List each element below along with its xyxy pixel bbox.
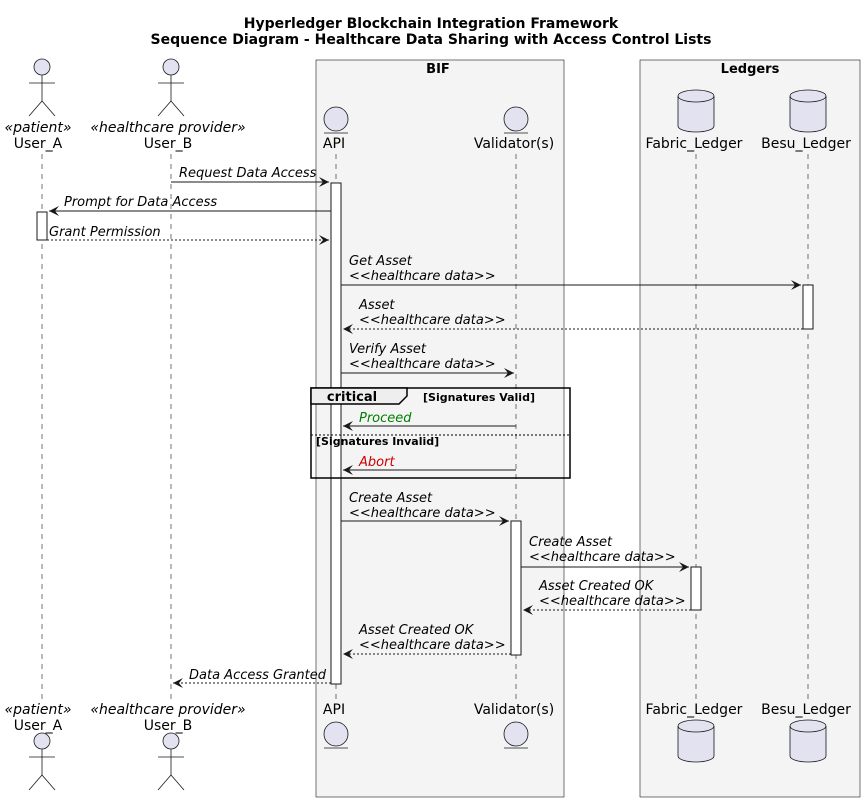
message-label: Abort bbox=[358, 455, 395, 470]
activation-fabric bbox=[690, 566, 702, 611]
message-create-asset-to-fabric: Create Asset <<healthcare data>> bbox=[521, 535, 689, 572]
message-label: Prompt for Data Access bbox=[64, 195, 217, 210]
guard-signatures-invalid: [Signatures Invalid] bbox=[316, 435, 439, 448]
activation-besu bbox=[802, 284, 814, 330]
entity-icon bbox=[323, 721, 349, 749]
api-name: API bbox=[323, 136, 345, 152]
database-icon bbox=[677, 89, 715, 133]
message-label-line-2: <<healthcare data>> bbox=[359, 638, 506, 653]
entity-icon bbox=[503, 106, 529, 134]
message-prompt-for-data-access: Prompt for Data Access bbox=[49, 195, 331, 216]
validators-name: Validator(s) bbox=[474, 702, 554, 718]
message-get-asset: Get Asset <<healthcare data>> bbox=[341, 254, 801, 290]
activation-api bbox=[330, 182, 342, 685]
user-a-name: User_A bbox=[14, 718, 63, 734]
fabric-name: Fabric_Ledger bbox=[646, 136, 743, 152]
critical-frame bbox=[310, 387, 571, 479]
message-label-line-1: Verify Asset bbox=[349, 342, 427, 357]
critical-fragment: critical [Signatures Valid] [Signatures … bbox=[310, 387, 571, 479]
message-label-line-2: <<healthcare data>> bbox=[349, 357, 496, 372]
participant-besu-bottom: Besu_Ledger bbox=[761, 702, 851, 763]
message-label: Request Data Access bbox=[179, 166, 317, 181]
participant-user-b-top: «healthcare provider» User_B bbox=[90, 58, 246, 152]
participant-fabric-top: Fabric_Ledger bbox=[646, 89, 743, 152]
critical-label: critical bbox=[327, 390, 377, 405]
user-b-name: User_B bbox=[144, 718, 193, 734]
participant-api-bottom: API bbox=[323, 702, 349, 749]
message-data-access-granted: Data Access Granted bbox=[173, 668, 331, 688]
message-abort: Abort bbox=[343, 455, 516, 475]
message-label-line-2: <<healthcare data>> bbox=[359, 313, 506, 328]
diagram-title-line-2: Sequence Diagram - Healthcare Data Shari… bbox=[151, 32, 712, 48]
entity-icon bbox=[503, 721, 529, 749]
ledgers-box-title: Ledgers bbox=[721, 62, 780, 77]
user-a-name: User_A bbox=[14, 136, 63, 152]
message-label-line-1: Create Asset bbox=[349, 491, 433, 506]
message-asset-return: Asset <<healthcare data>> bbox=[343, 298, 803, 334]
message-asset-created-ok-from-validators: Asset Created OK <<healthcare data>> bbox=[343, 623, 511, 659]
participant-user-a-top: «patient» User_A bbox=[4, 58, 72, 152]
participant-user-a-bottom: «patient» User_A bbox=[4, 702, 72, 791]
actor-icon bbox=[28, 58, 56, 117]
actor-icon bbox=[157, 732, 185, 791]
activation-user-a bbox=[36, 211, 48, 241]
message-label: Data Access Granted bbox=[189, 668, 327, 683]
user-a-stereotype: «patient» bbox=[4, 120, 71, 136]
database-icon bbox=[789, 89, 827, 133]
message-label: Proceed bbox=[359, 411, 412, 426]
besu-name: Besu_Ledger bbox=[761, 136, 851, 152]
participant-besu-top: Besu_Ledger bbox=[761, 89, 851, 152]
critical-tab bbox=[310, 387, 408, 405]
user-b-stereotype: «healthcare provider» bbox=[90, 120, 245, 136]
message-grant-permission: Grant Permission bbox=[47, 225, 329, 245]
fabric-name: Fabric_Ledger bbox=[646, 702, 743, 718]
diagram-title-line-1: Hyperledger Blockchain Integration Frame… bbox=[244, 16, 619, 32]
message-verify-asset: Verify Asset <<healthcare data>> bbox=[341, 342, 514, 378]
ledgers-box bbox=[639, 59, 861, 798]
message-label-line-2: <<healthcare data>> bbox=[539, 594, 686, 609]
user-b-stereotype: «healthcare provider» bbox=[90, 702, 245, 718]
validators-name: Validator(s) bbox=[474, 136, 554, 152]
activation-validators bbox=[510, 520, 522, 656]
message-request-data-access: Request Data Access bbox=[171, 166, 329, 187]
message-asset-created-ok-from-fabric: Asset Created OK <<healthcare data>> bbox=[523, 579, 691, 615]
message-label-line-1: Asset Created OK bbox=[538, 579, 655, 594]
participant-api-top: API bbox=[323, 106, 349, 152]
user-b-name: User_B bbox=[144, 136, 193, 152]
message-label-line-1: Asset Created OK bbox=[358, 623, 475, 638]
message-label-line-2: <<healthcare data>> bbox=[529, 550, 676, 565]
message-label-line-1: Asset bbox=[358, 298, 395, 313]
database-icon bbox=[789, 719, 827, 763]
message-label-line-2: <<healthcare data>> bbox=[349, 506, 496, 521]
message-label-line-1: Create Asset bbox=[529, 535, 613, 550]
guard-signatures-valid: [Signatures Valid] bbox=[423, 391, 535, 404]
user-a-stereotype: «patient» bbox=[4, 702, 71, 718]
message-create-asset-to-validators: Create Asset <<healthcare data>> bbox=[341, 491, 509, 526]
database-icon bbox=[677, 719, 715, 763]
participant-fabric-bottom: Fabric_Ledger bbox=[646, 702, 743, 763]
bif-box bbox=[315, 59, 565, 798]
besu-name: Besu_Ledger bbox=[761, 702, 851, 718]
bif-box-title: BIF bbox=[426, 62, 450, 77]
message-label: Grant Permission bbox=[49, 225, 161, 240]
participant-validators-bottom: Validator(s) bbox=[474, 702, 554, 749]
api-name: API bbox=[323, 702, 345, 718]
actor-icon bbox=[28, 732, 56, 791]
message-label-line-1: Get Asset bbox=[349, 254, 413, 269]
participant-user-b-bottom: «healthcare provider» User_B bbox=[90, 702, 246, 791]
entity-icon bbox=[323, 106, 349, 134]
participant-validators-top: Validator(s) bbox=[474, 106, 554, 152]
message-label-line-2: <<healthcare data>> bbox=[349, 269, 496, 284]
message-proceed: Proceed bbox=[343, 411, 516, 431]
actor-icon bbox=[157, 58, 185, 117]
